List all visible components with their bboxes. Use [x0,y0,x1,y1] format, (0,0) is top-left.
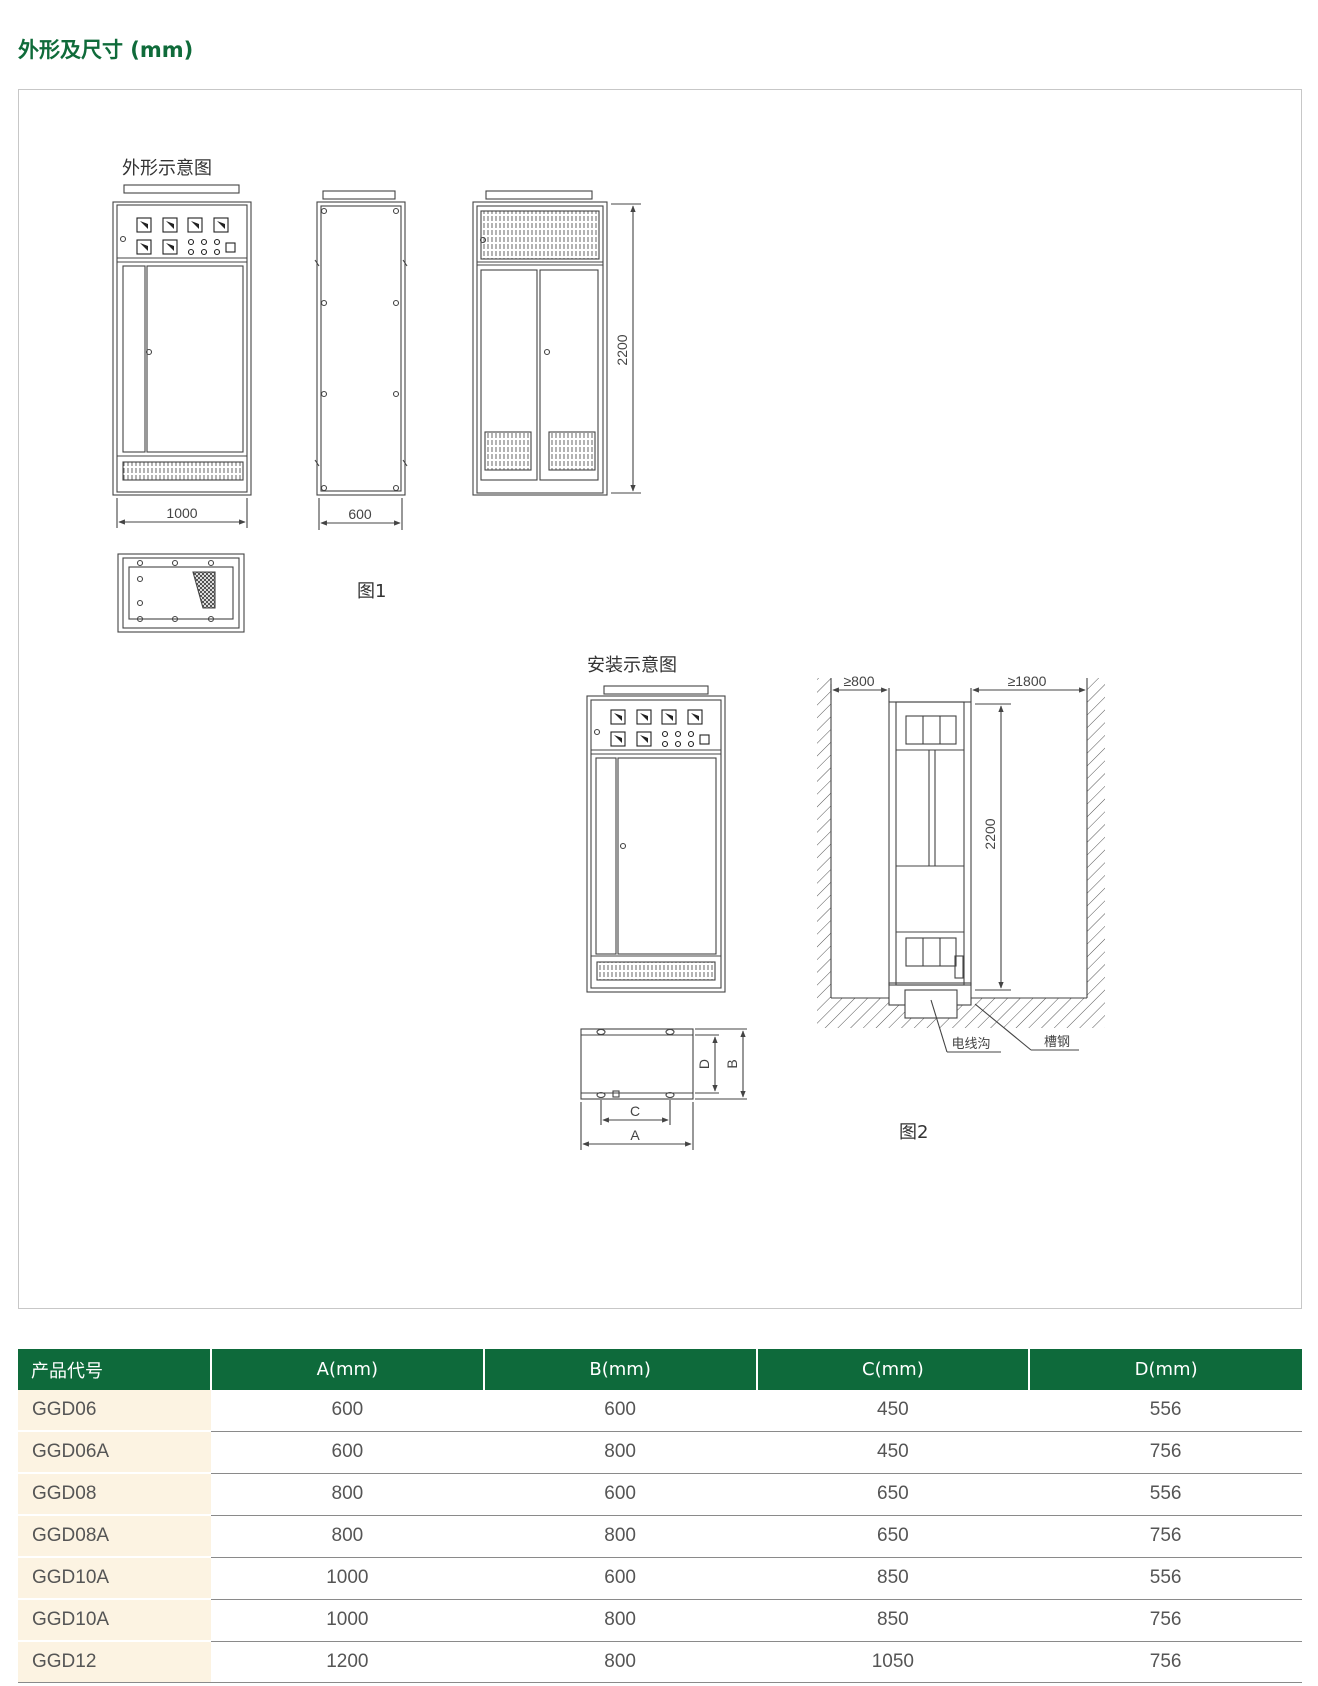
value-cell: 756 [1029,1431,1302,1474]
value-cell: 756 [1029,1641,1302,1683]
value-cell: 1000 [211,1557,484,1600]
header-b: B(mm) [482,1349,757,1390]
plan-c-label: C [630,1103,640,1119]
header-a: A(mm) [210,1349,484,1390]
install-front-meters [610,709,710,748]
table-row: GGD10A 1000 800 850 756 [18,1599,1302,1642]
header-d: D(mm) [1028,1349,1302,1390]
table-row: GGD08A 800 800 650 756 [18,1515,1302,1558]
dimension-diagram-frame: 外形示意图 安装示意图 图1 图2 [18,89,1302,1309]
table-header-row: 产品代号 A(mm) B(mm) C(mm) D(mm) [18,1349,1302,1390]
plan-d-label: D [696,1059,712,1069]
side-depth-dimension [318,498,403,530]
table-row: GGD12 1200 800 1050 756 [18,1641,1302,1683]
model-cell: GGD08 [18,1473,211,1516]
table-row: GGD06A 600 800 450 756 [18,1431,1302,1474]
table-row: GGD06 600 600 450 556 [18,1390,1302,1432]
value-cell: 450 [756,1390,1030,1432]
rear-view-cabinet [472,190,608,496]
install-height-label: 2200 [982,818,998,849]
model-cell: GGD06A [18,1431,211,1474]
value-cell: 800 [211,1515,484,1558]
rear-height-label: 2200 [614,334,630,365]
model-cell: GGD10A [18,1557,211,1600]
base-plan-view [117,553,245,633]
value-cell: 450 [756,1431,1030,1474]
figure1-label: 图1 [357,581,387,602]
value-cell: 650 [756,1473,1030,1516]
model-cell: GGD06 [18,1390,211,1432]
plan-a-label: A [630,1127,640,1143]
value-cell: 600 [483,1390,757,1432]
model-cell: GGD08A [18,1515,211,1558]
side-view-cabinet [314,190,408,496]
value-cell: 650 [756,1515,1030,1558]
header-c: C(mm) [755,1349,1030,1390]
room-section [817,678,1105,1053]
value-cell: 556 [1029,1390,1302,1432]
value-cell: 800 [483,1431,757,1474]
value-cell: 800 [483,1599,757,1642]
model-cell: GGD12 [18,1641,211,1683]
cabinet-drawings: 1000 600 2200 ≥800 ≥1800 2200 C A D B 电线… [112,184,1105,1150]
value-cell: 556 [1029,1473,1302,1516]
value-cell: 756 [1029,1515,1302,1558]
value-cell: 1000 [211,1599,484,1642]
model-cell: GGD10A [18,1599,211,1642]
install-caption: 安装示意图 [587,655,677,676]
value-cell: 800 [211,1473,484,1516]
value-cell: 1200 [211,1641,484,1683]
front-width-label: 1000 [166,505,197,521]
front-clearance-label: ≥800 [843,673,874,689]
plan-b-label: B [724,1059,740,1068]
value-cell: 600 [211,1431,484,1474]
figure2-label: 图2 [899,1122,929,1143]
table-row: GGD08 800 600 650 556 [18,1473,1302,1516]
value-cell: 600 [211,1390,484,1432]
front-width-dimension [116,498,248,528]
front-view-cabinet [112,184,252,496]
header-model: 产品代号 [18,1349,211,1390]
page-title: 外形及尺寸 (mm) [18,38,194,62]
value-cell: 600 [483,1473,757,1516]
channel-steel-label: 槽钢 [1044,1035,1070,1050]
cable-trench-label: 电线沟 [951,1037,990,1052]
table-row: GGD10A 1000 600 850 556 [18,1557,1302,1600]
value-cell: 800 [483,1515,757,1558]
value-cell: 850 [756,1557,1030,1600]
side-depth-label: 600 [348,506,372,522]
install-front-cabinet [586,685,726,993]
rear-height-dimension [611,203,641,494]
value-cell: 556 [1029,1557,1302,1600]
value-cell: 1050 [756,1641,1030,1683]
install-plan-view [580,1028,747,1150]
front-view-meters [136,217,236,256]
value-cell: 756 [1029,1599,1302,1642]
value-cell: 800 [483,1641,757,1683]
outline-caption: 外形示意图 [122,158,212,179]
value-cell: 850 [756,1599,1030,1642]
spec-table: 产品代号 A(mm) B(mm) C(mm) D(mm) GGD06 600 6… [18,1349,1302,1683]
rear-clearance-label: ≥1800 [1008,673,1047,689]
value-cell: 600 [483,1557,757,1600]
